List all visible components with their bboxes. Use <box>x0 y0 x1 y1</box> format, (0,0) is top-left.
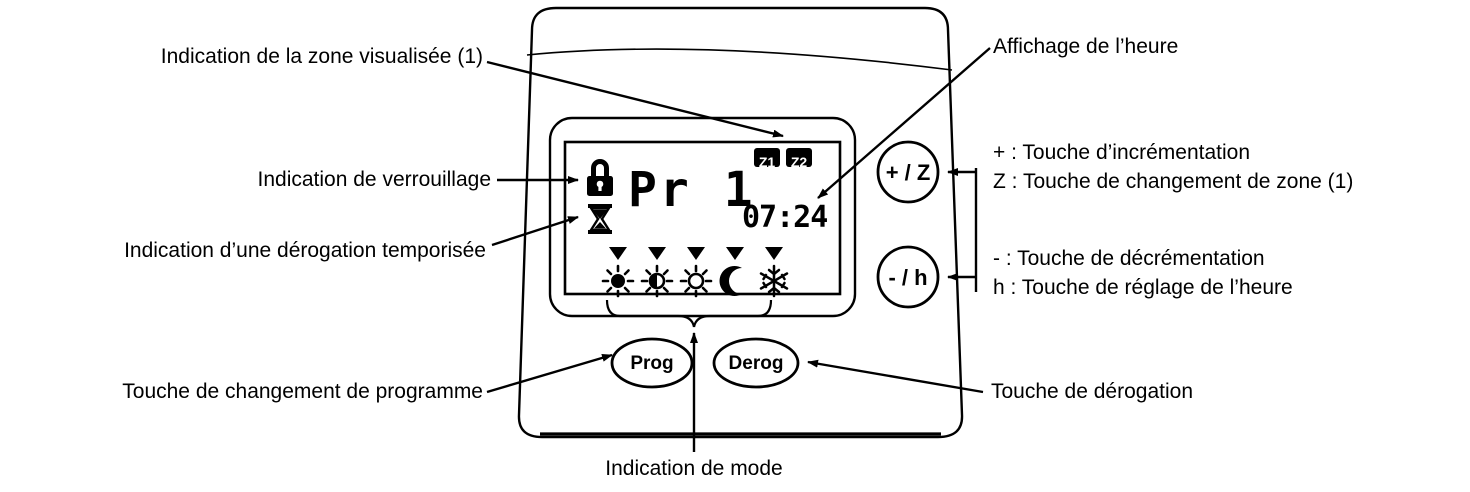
zone-badges <box>754 148 812 167</box>
callout-affichage-heure: Affichage de l’heure <box>993 35 1179 58</box>
snowflake-icon <box>759 264 789 298</box>
leader-derogation-temporisee <box>491 215 579 247</box>
minus-hour-button[interactable] <box>876 245 940 309</box>
leader-touche-derogation <box>807 359 984 394</box>
prog-button-label[interactable]: Prog <box>630 353 674 374</box>
zone-badge-z2: Z2 <box>790 154 808 170</box>
prog-button[interactable] <box>610 337 694 389</box>
zone-badge-z1: Z1 <box>758 154 776 170</box>
moon-icon <box>719 266 742 296</box>
lcd-program-text: Pr 1 <box>628 162 756 218</box>
callout-touche-derogation: Touche de dérogation <box>991 380 1193 403</box>
sun-hollow-icon <box>679 264 713 298</box>
sun-filled-icon <box>601 264 635 298</box>
device-top-seam <box>526 48 953 71</box>
leader-affichage-heure <box>817 47 991 199</box>
padlock-icon <box>587 159 613 196</box>
callout-reglage-heure: h : Touche de réglage de l’heure <box>993 276 1293 299</box>
sun-half-icon <box>640 264 674 298</box>
callout-incrementation: + : Touche d’incrémentation <box>993 141 1251 164</box>
lcd-time-text: 07:24 <box>742 200 828 235</box>
derog-button-label[interactable]: Derog <box>728 353 784 374</box>
plus-zone-button-label[interactable]: + / Z <box>885 160 931 185</box>
callout-derogation-temporisee: Indication d’une dérogation temporisée <box>124 239 486 262</box>
mode-brace <box>605 299 773 328</box>
plus-zone-button[interactable] <box>876 140 940 204</box>
callout-decrementation: - : Touche de décrémentation <box>993 247 1265 270</box>
hourglass-icon <box>588 204 612 234</box>
derog-button[interactable] <box>712 337 800 389</box>
lcd-bezel <box>548 116 857 318</box>
lcd-screen <box>563 140 842 296</box>
callout-verrouillage: Indication de verrouillage <box>257 168 491 191</box>
leader-changement-programme <box>486 353 613 394</box>
callout-indication-mode: Indication de mode <box>605 457 783 480</box>
leader-zone-visualisee <box>486 60 784 138</box>
mode-marker-triangles <box>609 247 783 260</box>
callout-changement-zone: Z : Touche de changement de zone (1) <box>993 170 1354 193</box>
callout-changement-programme: Touche de changement de programme <box>122 380 483 403</box>
minus-hour-button-label[interactable]: - / h <box>888 265 928 290</box>
callout-zone-visualisee: Indication de la zone visualisée (1) <box>160 45 483 68</box>
